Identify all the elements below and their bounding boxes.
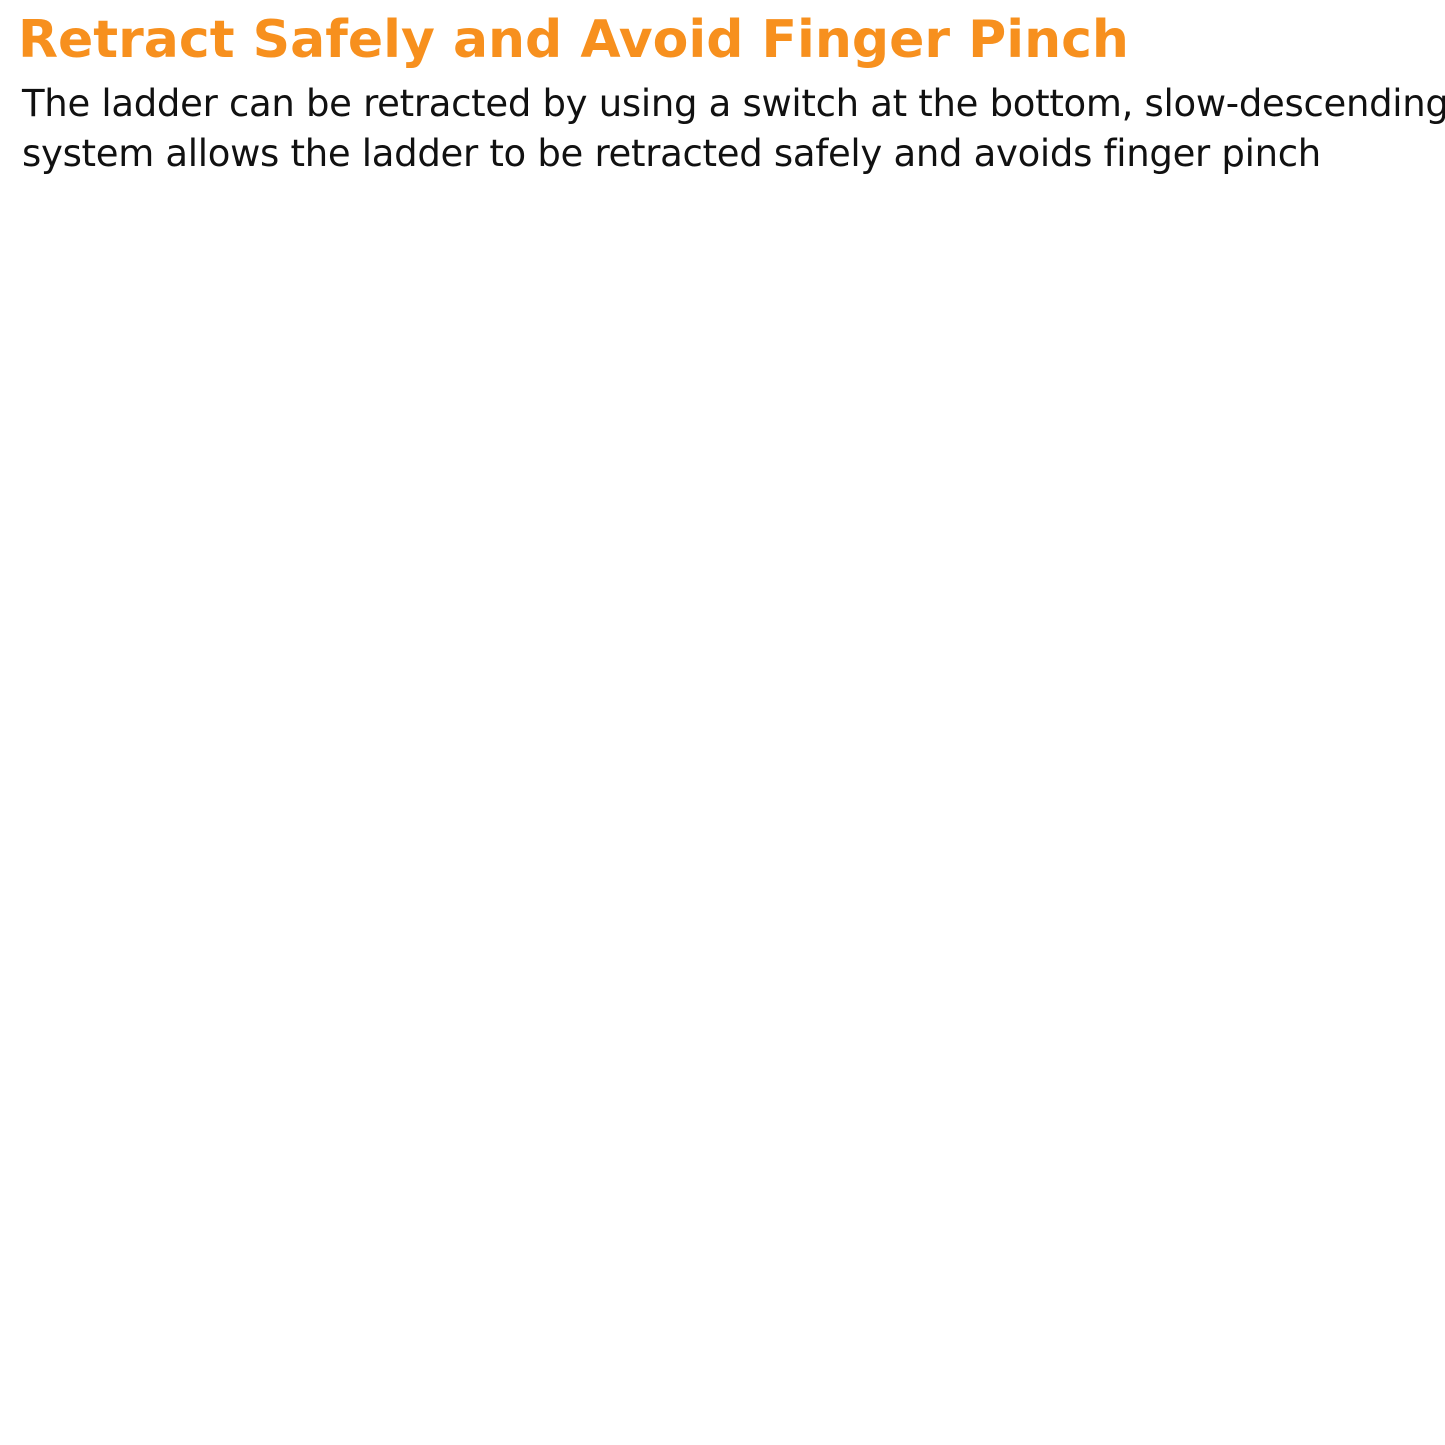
locking-indicator-label: Locked CHECK ALL LOCKING INDICATORS ARE …: [265, 292, 640, 328]
small-ladder: DO NOT STAND ON OR ABOVE THIS RUNG. YOU …: [932, 685, 1433, 1336]
air-puff-icons: [22, 347, 891, 858]
subtitle-line-1: The ladder can be retracted by using a s…: [22, 82, 1445, 125]
pull-arrows-icon: [195, 1334, 715, 1364]
beware-label-right: BEWARE: [1303, 994, 1329, 1000]
main-ladder: [68, 180, 840, 1445]
unlocked-label: Unlocked: [568, 306, 613, 317]
check-text-2: BEFORE CLIMBING THE LADDER!: [392, 311, 524, 320]
page-title: Retract Safely and Avoid Finger Pinch: [18, 10, 1129, 70]
warning-text-1: DO NOT STAND ON OR ABOVE THIS RUNG.: [1135, 886, 1229, 891]
check-text: CHECK ALL LOCKING INDICATORS ARE: [378, 300, 534, 309]
check-red-text: RED: [535, 300, 552, 309]
zoom-detail-circle: [711, 219, 1173, 681]
locked-label: Locked: [296, 305, 335, 317]
brand-logo: TIQTAK: [1152, 1168, 1218, 1188]
down-chevrons: [308, 440, 543, 1127]
red-arrow-icon: [880, 873, 1005, 945]
svg-text:CHECK ALL LOCKING INDICATORS A: CHECK ALL LOCKING INDICATORS ARE RED: [378, 300, 552, 309]
beware-label-left: BEWARE: [1039, 994, 1065, 1000]
hands: [40, 1292, 863, 1445]
switch-highlight-circles: [143, 1197, 774, 1409]
warning-text-2: YOU WILL LOSE YOUR BALANCE!: [1145, 892, 1220, 897]
subtitle-line-2: system allows the ladder to be retracted…: [22, 132, 1321, 175]
